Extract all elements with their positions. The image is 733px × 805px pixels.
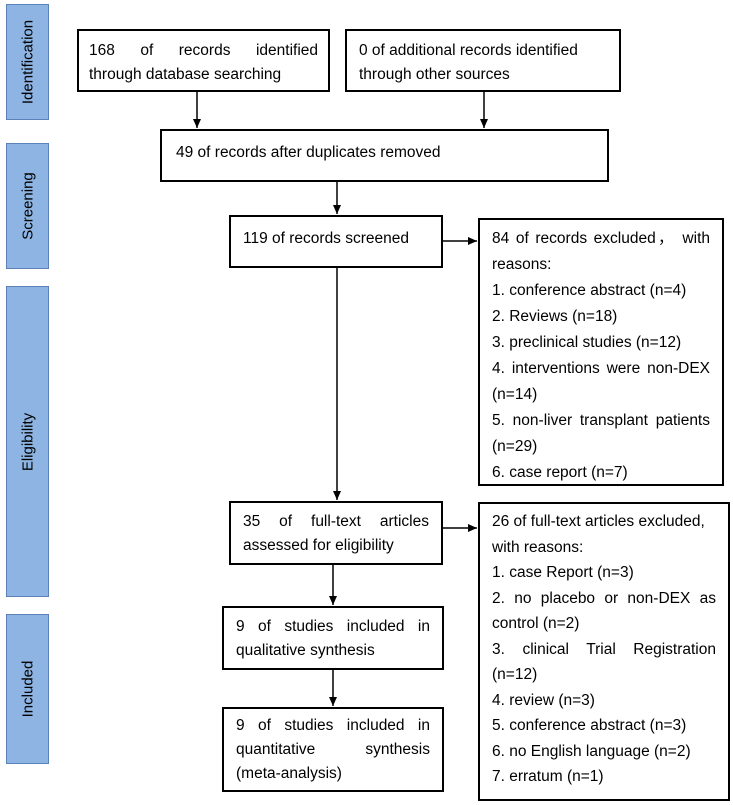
excluded-records-item: 4. interventions were non-DEX <box>492 360 710 377</box>
excluded-articles-item: 3. clinical Trial Registration <box>492 640 716 658</box>
excluded-records-item: 6. case report (n=7) <box>492 464 628 481</box>
other-records-line2: through other sources <box>359 66 510 83</box>
full-text-line2: assessed for eligibility <box>243 537 394 554</box>
excluded-records-item: 5. non-liver transplant patients <box>492 412 710 429</box>
other-records-line1: 0 of additional records identified <box>359 42 578 59</box>
screened-line1: 119 of records screened <box>243 230 410 247</box>
other-records-box: 0 of additional records identified throu… <box>345 29 621 92</box>
excluded-articles-item: 6. no English language (n=2) <box>492 742 691 760</box>
excluded-articles-item: 4. review (n=3) <box>492 691 595 709</box>
after-duplicates-line1: 49 of records after duplicates removed <box>176 144 441 161</box>
stage-screening: Screening <box>6 143 49 269</box>
excluded-articles-item: 2. no placebo or non-DEX as <box>492 589 716 607</box>
excluded-articles-item: 7. erratum (n=1) <box>492 768 604 785</box>
excluded-articles-item: control (n=2) <box>492 615 580 632</box>
stage-eligibility: Eligibility <box>6 286 49 597</box>
quantitative-box: 9 of studies included in quantitative sy… <box>222 707 444 792</box>
qualitative-line2: qualitative synthesis <box>236 642 375 659</box>
excluded-records-item: 3. preclinical studies (n=12) <box>492 334 682 351</box>
quantitative-line1: 9 of studies included in <box>236 717 430 734</box>
excluded-records-item: (n=14) <box>492 386 538 403</box>
excluded-articles-item: 1. case Report (n=3) <box>492 564 634 581</box>
excluded-records-title1: 84 of records excluded， with <box>492 230 710 247</box>
excluded-records-title2: reasons: <box>492 256 552 273</box>
quantitative-line2: quantitative synthesis <box>236 741 430 758</box>
excluded-records-item: 1. conference abstract (n=4) <box>492 282 687 299</box>
after-duplicates-box: 49 of records after duplicates removed <box>160 129 609 182</box>
excluded-articles-item: 5. conference abstract (n=3) <box>492 717 687 734</box>
screened-box: 119 of records screened <box>229 215 443 268</box>
stage-identification: Identification <box>6 4 49 120</box>
database-records-line2: through database searching <box>89 66 282 83</box>
excluded-records-item: 2. Reviews (n=18) <box>492 308 618 325</box>
quantitative-line3: (meta-analysis) <box>236 765 342 782</box>
stage-included: Included <box>6 614 49 764</box>
full-text-box: 35 of full-text articles assessed for el… <box>229 501 443 565</box>
database-records-line1: 168 of records identified <box>89 42 318 59</box>
excluded-articles-item: (n=12) <box>492 666 538 683</box>
excluded-records-box: 84 of records excluded， with reasons: 1.… <box>478 218 724 486</box>
qualitative-box: 9 of studies included in qualitative syn… <box>222 606 444 670</box>
qualitative-line1: 9 of studies included in <box>236 618 430 635</box>
full-text-line1: 35 of full-text articles <box>243 513 429 530</box>
excluded-articles-title2: with reasons: <box>492 538 584 556</box>
excluded-articles-box: 26 of full-text articles excluded, with … <box>478 502 730 801</box>
excluded-articles-title1: 26 of full-text articles excluded, <box>492 513 705 530</box>
database-records-box: 168 of records identified through databa… <box>77 29 330 92</box>
excluded-records-item: (n=29) <box>492 438 538 455</box>
